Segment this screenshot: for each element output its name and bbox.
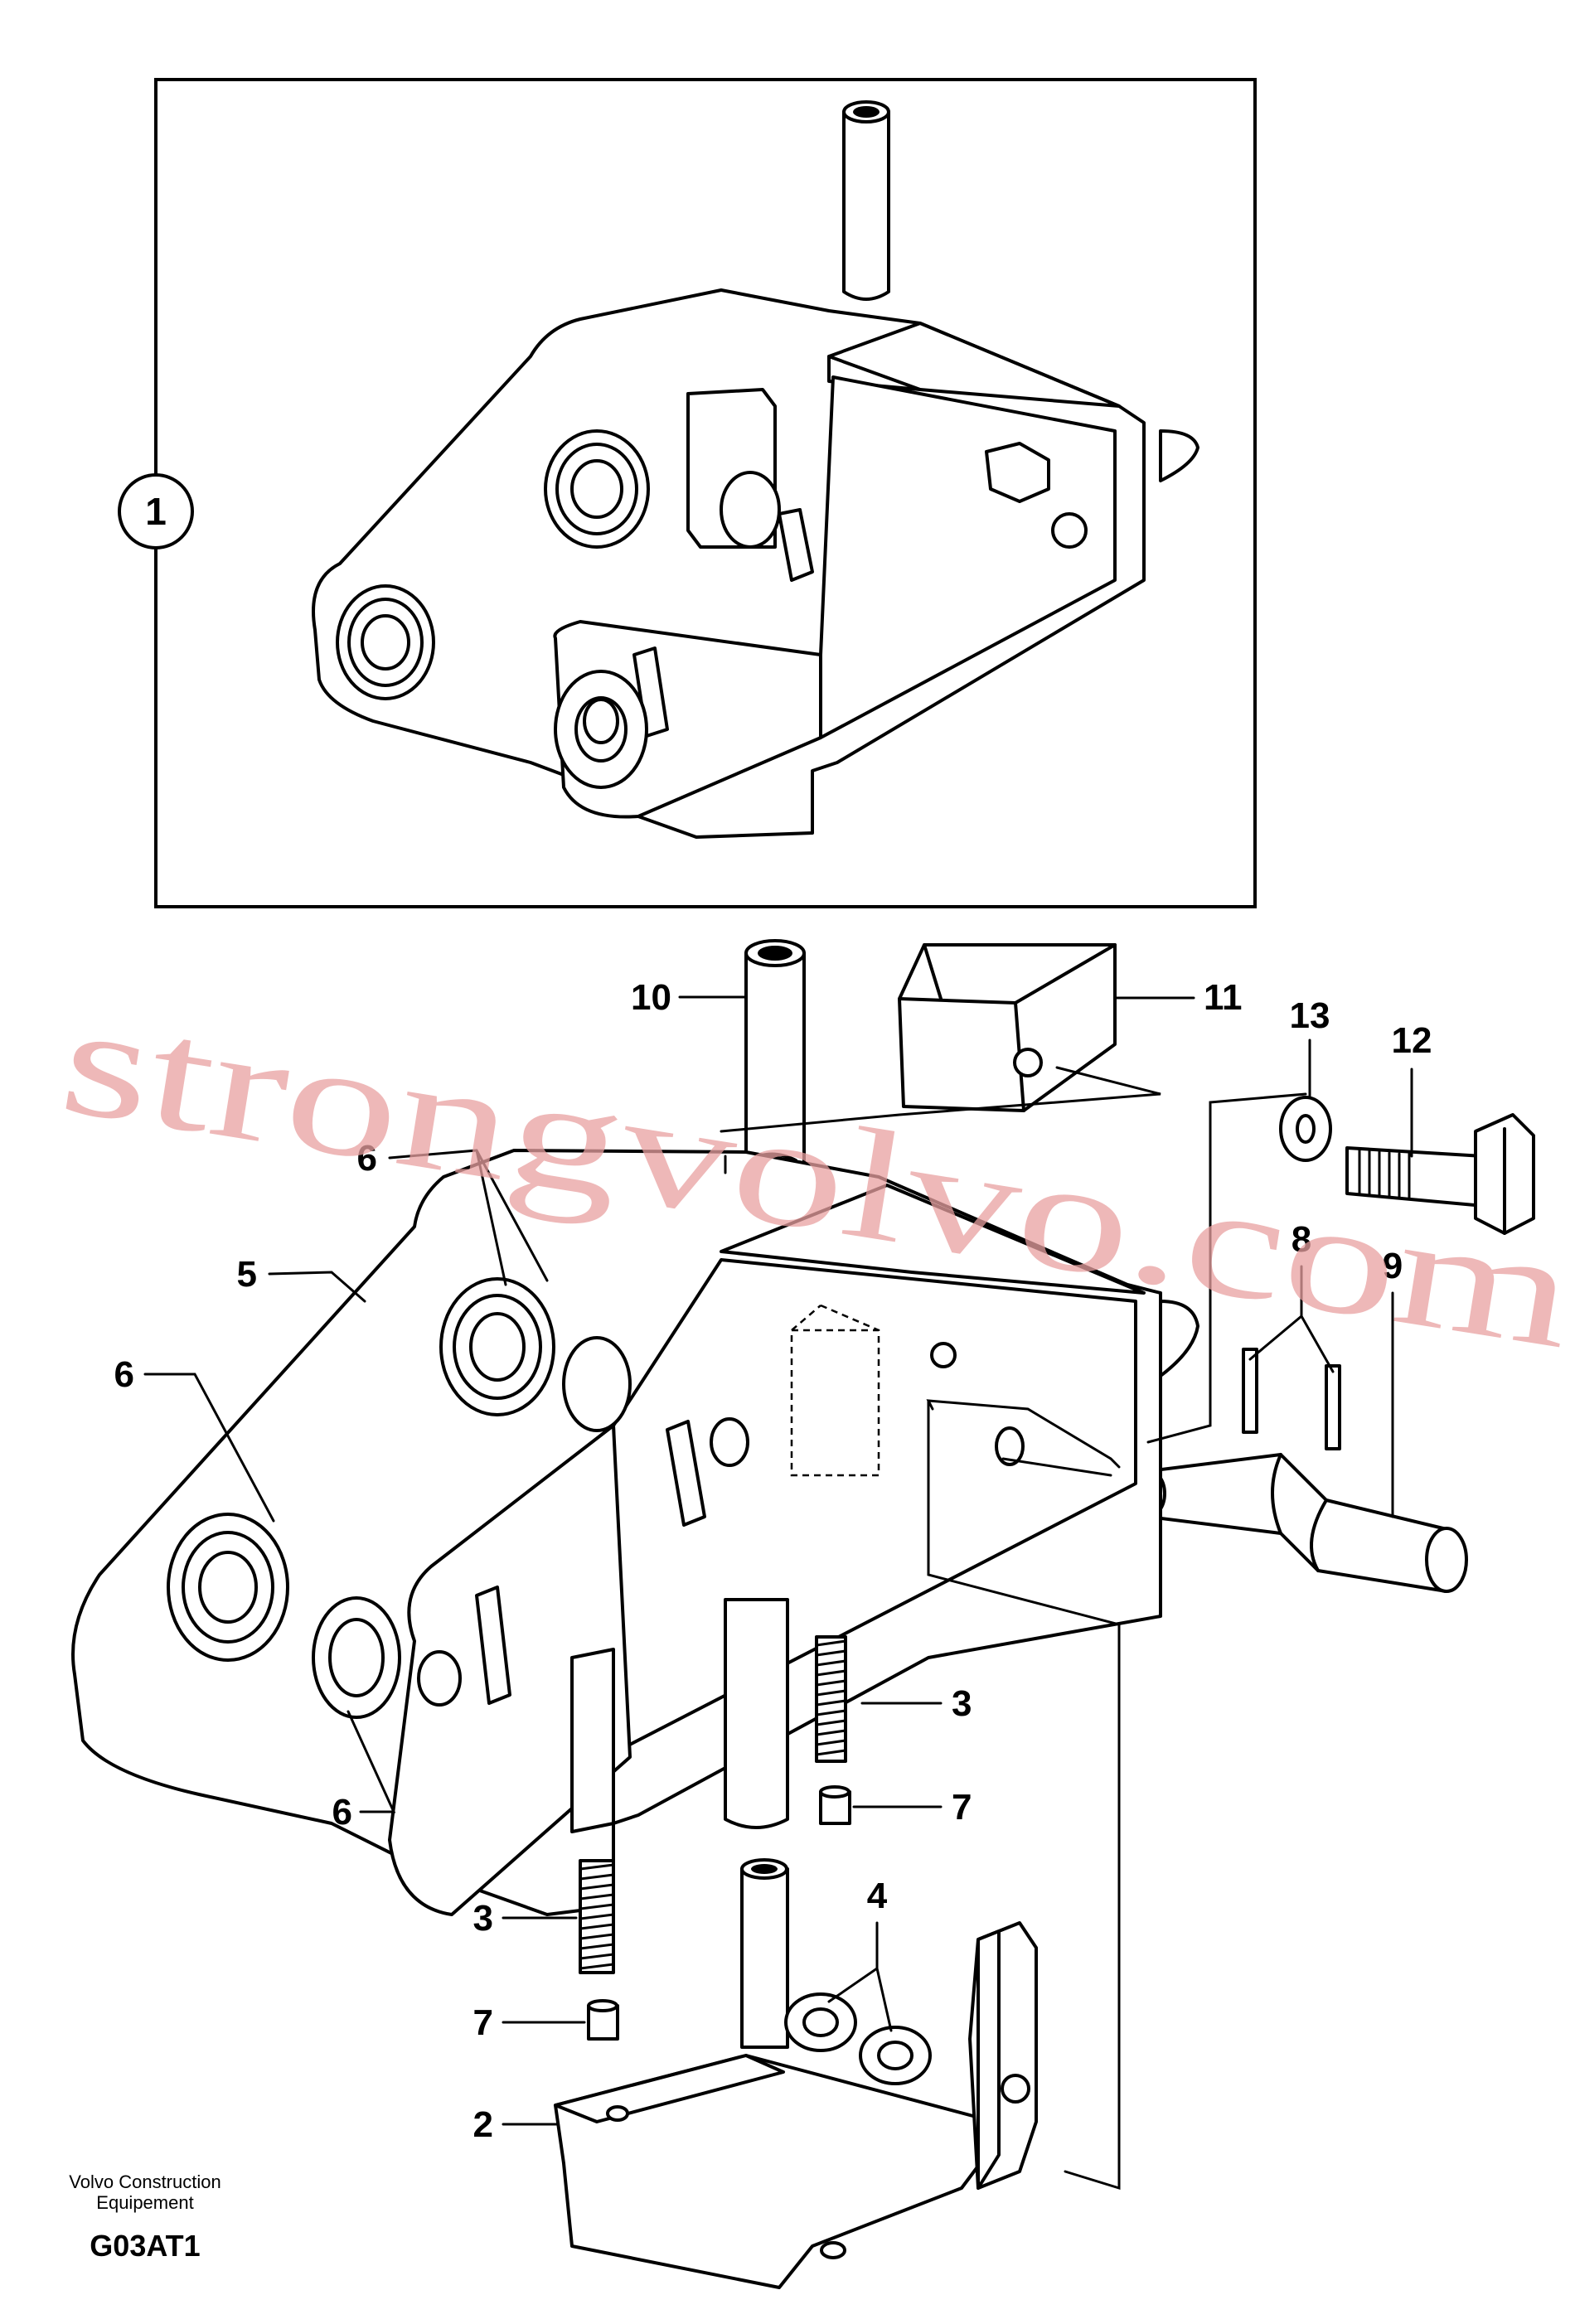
part-7-sleeve-lower	[587, 1999, 619, 2041]
callout-4: 4	[867, 1876, 888, 1916]
part-11-block	[898, 943, 1117, 1112]
part-2-bracket	[554, 1858, 1038, 2289]
callout-6-top: 6	[357, 1138, 377, 1179]
company-name-line1: Volvo Construction	[69, 2171, 220, 2192]
callout-9: 9	[1383, 1246, 1403, 1286]
callout-11: 11	[1204, 977, 1243, 1018]
assembly-panel: 1	[118, 78, 1257, 908]
assembly-badge-label: 1	[145, 490, 167, 533]
callout-5: 5	[237, 1254, 257, 1295]
part-7-sleeve-upper	[819, 1785, 851, 1825]
exploded-view-drawing	[71, 939, 1535, 2289]
part-6-seals	[167, 1277, 632, 1719]
assembly-badge	[118, 473, 194, 550]
part-8-roll-pins	[1242, 1348, 1341, 1450]
callout-7-right: 7	[952, 1787, 972, 1828]
assembled-coupler-drawing	[312, 100, 1199, 839]
part-12-bolt	[1345, 1113, 1535, 1235]
part-3-spring-upper	[815, 1635, 847, 1763]
part-3-spring-lower	[579, 1859, 615, 1974]
callout-6-left: 6	[114, 1354, 134, 1395]
callout-3-right: 3	[952, 1683, 972, 1724]
callout-12: 12	[1392, 1020, 1432, 1061]
callout-leaders	[143, 995, 1413, 2126]
part-10-bushing	[744, 939, 806, 1174]
center-shaft	[724, 1598, 789, 1829]
callout-8: 8	[1292, 1219, 1311, 1260]
callout-7-left: 7	[473, 2002, 493, 2043]
part-13-washer	[1279, 1096, 1332, 1162]
callout-10: 10	[631, 977, 671, 1018]
footer: Volvo Construction Equipement G03AT1	[69, 2171, 220, 2263]
figure-code: G03AT1	[90, 2229, 200, 2263]
assembly-guide-lines	[720, 1066, 1307, 2191]
callout-labels: 10 11 13 12 8 9 6 5 6 6 3 7 3 7 4 2	[114, 977, 1432, 2145]
callout-2: 2	[473, 2104, 493, 2145]
callout-13: 13	[1290, 995, 1330, 1036]
company-name-line2: Equipement	[96, 2192, 193, 2213]
part-9-pin	[1130, 1453, 1468, 1593]
callout-6-bottom: 6	[332, 1792, 352, 1833]
part-5-frame	[71, 1149, 1199, 1916]
callout-3-left: 3	[473, 1898, 493, 1939]
